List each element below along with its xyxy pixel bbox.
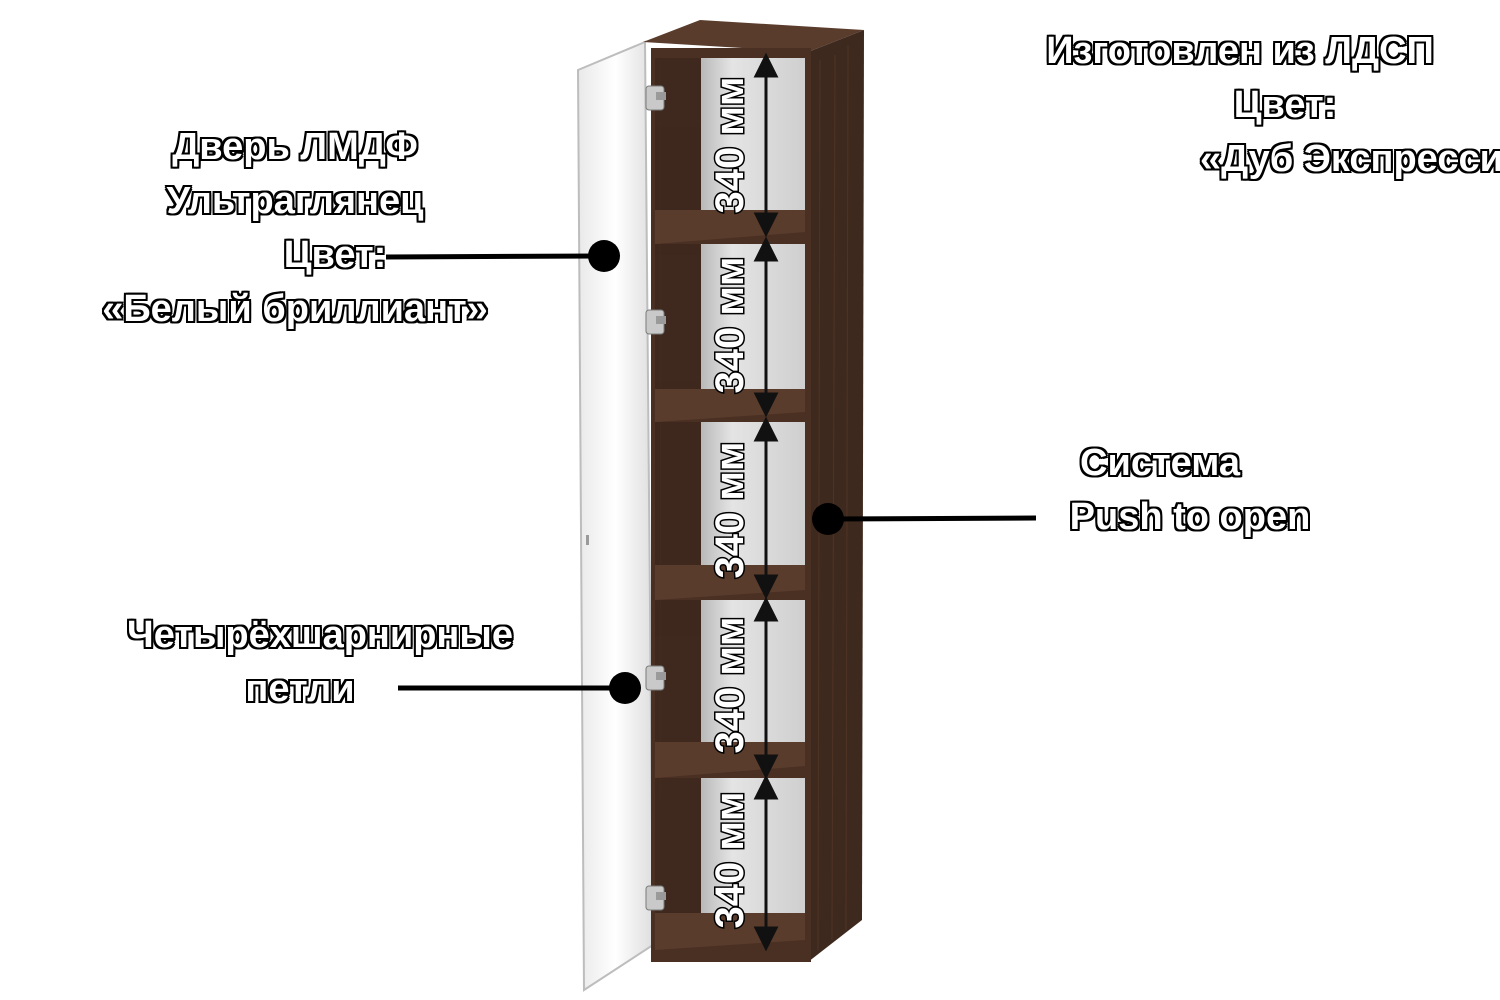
material-line-1: Изготовлен из ЛДСП [1045,29,1435,73]
leader-push [812,503,1037,535]
hinge-icon [645,665,666,691]
dimension-label: 340 мм [708,256,752,393]
door-panel [576,40,655,992]
dimension-arrow [753,596,779,780]
door-line-1: Дверь ЛМДФ [171,125,419,169]
material-line-2: Цвет: [1233,83,1338,127]
shelf-compartments [655,58,805,950]
dimension-arrow [753,774,779,952]
hinge-icon [645,85,666,111]
dimension-label: 340 мм [708,616,752,753]
dimension-arrow [753,236,779,418]
hinges [645,85,666,911]
door-line-2: Ультраглянец [165,179,424,223]
door-line-3: Цвет: [283,233,388,277]
material-note: Изготовлен из ЛДСП Цвет: «Дуб Экспрессив… [1040,24,1500,186]
push-note: Система Push to open [1040,436,1340,544]
dimension-arrow [753,416,779,600]
hinge-note: Четырёхшарнирные петли [100,608,540,716]
leader-hinge [398,672,641,704]
callout-dot-icon [588,240,620,272]
compartment-1 [655,58,805,244]
material-line-3: «Дуб Экспрессив» [1199,137,1500,181]
leader-door [385,240,620,272]
push-line-2: Push to open [1069,495,1312,539]
dimension-arrows [753,52,779,952]
callout-dot-icon [812,503,844,535]
compartment-4 [655,600,805,778]
dimension-label: 340 мм [708,76,752,213]
hinge-icon [645,309,666,335]
hinge-icon [645,885,666,911]
hinge-line-2: петли [244,667,355,711]
dimension-label: 340 мм [708,791,752,928]
door-note: Дверь ЛМДФ Ультраглянец Цвет: «Белый бри… [100,120,490,336]
dimension-label: 340 мм [708,441,752,578]
door-line-4: «Белый бриллиант» [101,287,489,331]
hinge-line-1: Четырёхшарнирные [126,613,514,657]
dimension-arrow [753,52,779,238]
push-line-1: Система [1079,441,1241,485]
callout-dot-icon [609,672,641,704]
dimension-labels: 340 мм 340 мм 340 мм 340 мм 340 мм [707,75,754,930]
